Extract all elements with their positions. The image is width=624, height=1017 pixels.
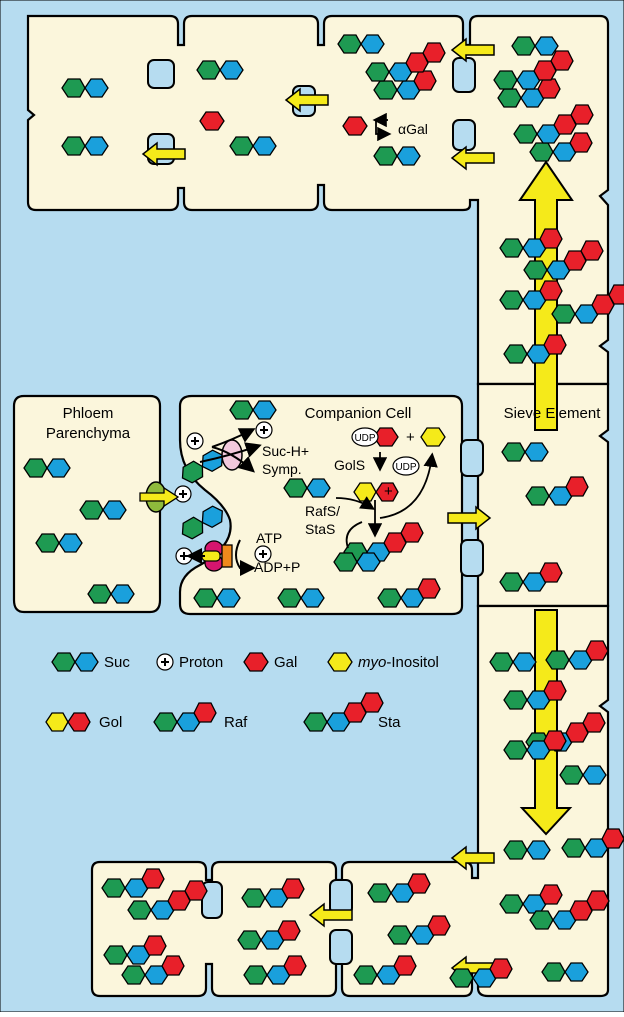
legend-inositol: myo-Inositol [358,654,439,671]
transport-arrow-icon [450,845,495,871]
inositol-icon [327,652,353,672]
phloem-label-line1: Phloem [63,405,114,422]
top-cell-row [26,14,610,386]
galactose-icon [342,116,368,136]
atpase-icon [186,539,256,576]
rafs-label: RafS/ [305,503,340,519]
legend-raf: Raf [224,714,248,731]
legend-proton: Proton [179,654,223,671]
symporter-icon [199,428,262,473]
alpha-gal-label: αGal [398,121,428,137]
udp-label-1: UDP [354,433,375,444]
companion-cell-label: Companion Cell [305,405,412,422]
symporter-label-line2: Symp. [262,461,302,477]
plus-sign: + [406,429,415,446]
udp-icon: UDP [392,456,420,476]
legend-sta: Sta [378,714,401,731]
udp-label-2: UDP [395,462,416,473]
transport-arrow-icon [284,87,329,113]
adp-label: ADP+P [254,559,300,575]
gols-label: GolS [334,457,365,473]
legend: Suc Proton Gal myo-Inositol Gol Raf Sta [45,652,439,732]
proton-icon [175,547,193,565]
transport-arrow-icon [141,141,186,167]
proton-icon [255,421,273,439]
proton-icon [156,653,174,671]
plus-sign-2: + [384,483,393,500]
transport-arrow-icon [450,37,495,63]
sucrose-facilitator [139,481,180,513]
galactose-icon [199,111,225,131]
galactose-icon [243,652,269,672]
transport-arrow-icon [450,145,495,171]
transport-arrow-icon [308,902,353,928]
transport-arrow-icon [447,505,492,531]
pathway-arrows [335,112,438,549]
inositol-icon [420,427,446,447]
atp-label: ATP [256,530,282,546]
udp-icon: UDP [351,427,379,447]
proton-icon [186,432,204,450]
stas-label: StaS [305,521,335,537]
symporter-label-line1: Suc-H+ [262,443,309,459]
phloem-label-line2: Parenchyma [46,425,131,442]
downward-flow-arrow [519,609,573,836]
proton-icon [174,485,192,503]
legend-suc: Suc [104,654,130,671]
legend-gal: Gal [274,654,297,671]
sieve-element-label: Sieve Element [504,405,602,422]
legend-gol: Gol [99,714,122,731]
